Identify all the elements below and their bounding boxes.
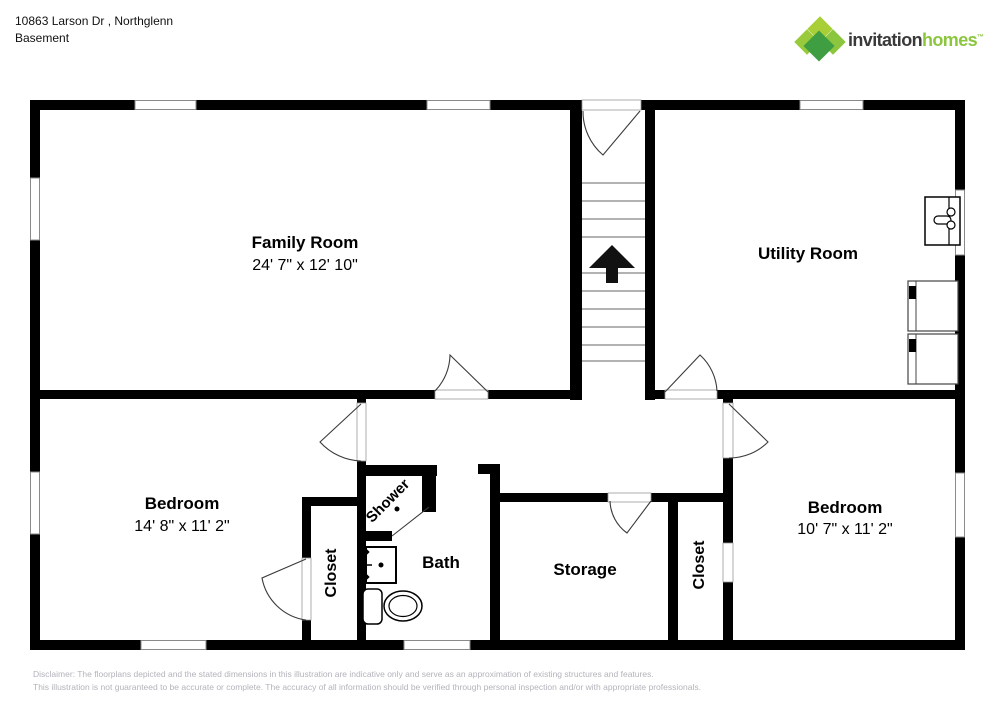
opening-closet-right [722,542,734,583]
room-label-utility-room: Utility Room [757,244,859,263]
opening-family-room [434,389,489,400]
room-label-closet-left: Closet [323,548,340,598]
logo-word-invitation: invitation [848,30,923,50]
room-dims-bedroom-left: 14' 8" x 11' 2" [134,518,230,535]
door-family-room [434,353,489,393]
room-dims-family-room: 24' 7" x 12' 10" [252,257,358,274]
window-family-left [30,177,40,241]
door-storage [609,500,652,534]
opening-utility-room [664,389,718,400]
address-line: 10863 Larson Dr , Northglenn [15,14,174,28]
opening-stairs-top [581,99,642,111]
room-label-family-room: Family Room [251,233,359,252]
window-bedroom-left-bottom [140,640,207,650]
door-bedroom-left [319,403,362,462]
room-label-bedroom-left: Bedroom [144,494,220,513]
door-bedroom-right [728,403,769,459]
room-label-closet-right: Closet [691,540,708,590]
shower-drain-icon [394,506,400,512]
walls [30,100,965,650]
stairs [582,182,645,362]
door-swings [261,110,769,621]
disclaimer-line-2: This illustration is not guaranteed to b… [33,682,701,692]
logo-mark-icon [794,16,846,62]
door-closet-left [261,558,307,621]
room-label-bath: Bath [422,553,460,572]
logo-trademark: ™ [977,34,984,41]
floor-line: Basement [15,31,70,45]
utility-sink-icon [924,196,961,246]
logo-wordmark: invitationhomes™ [848,30,984,51]
dryer-icon [907,333,959,385]
opening-bedroom-right [722,402,734,459]
door-stairs-top [582,110,641,156]
toilet-icon [362,588,423,625]
room-dims-bedroom-right: 10' 7" x 11' 2" [797,521,893,538]
window-bedroom-right-side [955,472,965,538]
invitation-homes-logo: invitationhomes™ [793,14,993,72]
bathroom-sink-icon [358,546,397,584]
stairs-up-arrow-icon [589,245,635,283]
window-bedroom-left-side [30,471,40,535]
window-bath-bottom [403,640,471,650]
shower-glass-door [391,506,430,537]
door-openings [301,99,734,621]
opening-closet-left [301,557,312,621]
room-label-bedroom-right: Bedroom [807,498,883,517]
washer-icon [907,280,959,332]
room-label-storage: Storage [553,560,617,579]
opening-bedroom-left [356,402,367,462]
window-utility-top [799,100,864,110]
door-utility-room [664,354,718,393]
logo-word-homes: homes [922,30,978,50]
window-family-top [134,100,197,110]
disclaimer-line-1: Disclaimer: The floorplans depicted and … [33,669,654,679]
window-family-top-2 [426,100,491,110]
opening-storage [607,492,652,503]
